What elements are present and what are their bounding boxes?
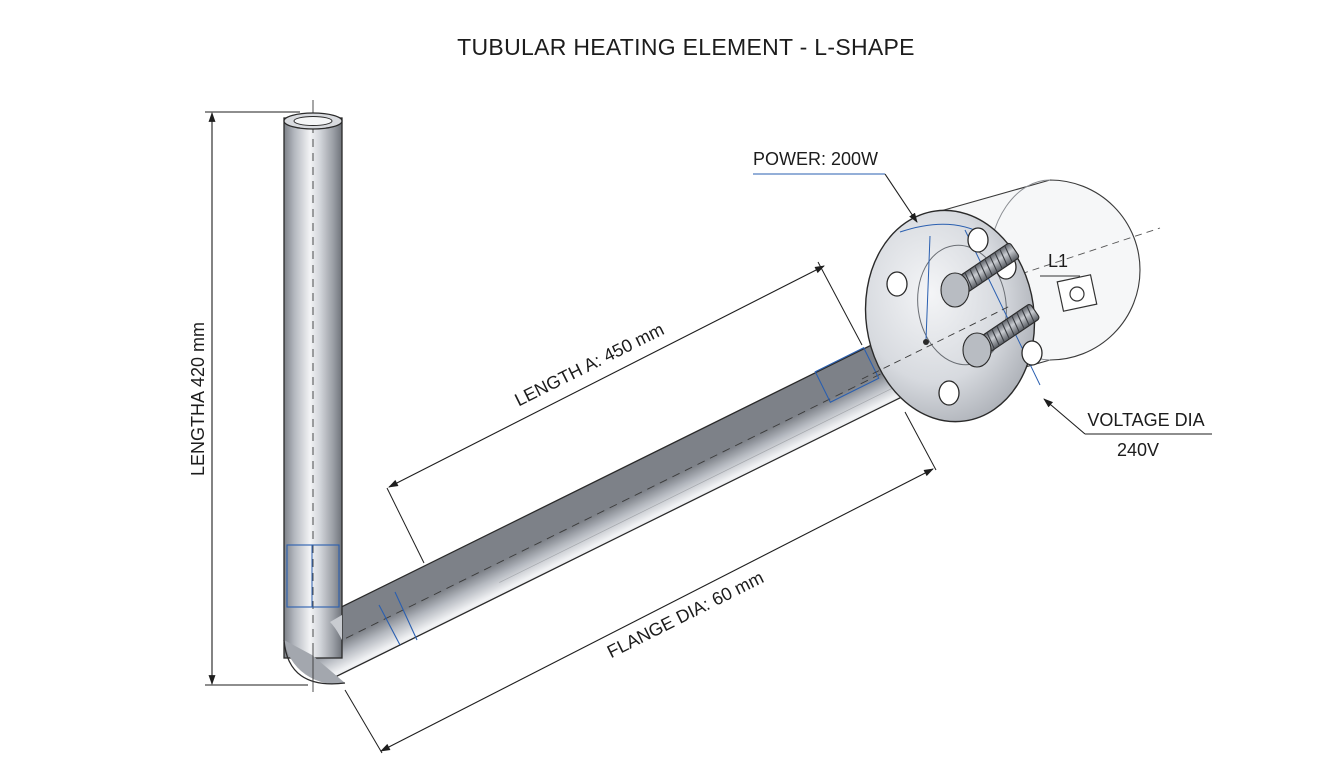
bolt-hole [938, 380, 960, 406]
bolt-hole [967, 227, 989, 253]
voltage-callout: VOLTAGE DIA 240V [1043, 398, 1212, 460]
drawing-title: TUBULAR HEATING ELEMENT - L-SHAPE [457, 34, 915, 60]
bolt-hole [1021, 340, 1043, 366]
voltage-value-label: 240V [1117, 440, 1159, 460]
terminal-symbol [1056, 274, 1098, 312]
length-vertical-label: LENGTHA 420 mm [188, 322, 208, 476]
power-label: POWER: 200W [753, 149, 878, 169]
heating-tube [283, 100, 914, 692]
mounting-flange [861, 209, 1043, 423]
length-a-label: LENGTH A: 450 mm [511, 319, 667, 410]
dimension-vertical: LENGTHA 420 mm [188, 111, 308, 686]
terminal-l1-label: L1 [1048, 251, 1068, 271]
bolt-hole [886, 271, 908, 297]
power-callout: POWER: 200W [753, 149, 918, 223]
voltage-dia-label: VOLTAGE DIA [1087, 410, 1204, 430]
flange-dia-label: FLANGE DIA: 60 mm [604, 567, 767, 662]
earth-symbol-icon [1069, 286, 1085, 302]
